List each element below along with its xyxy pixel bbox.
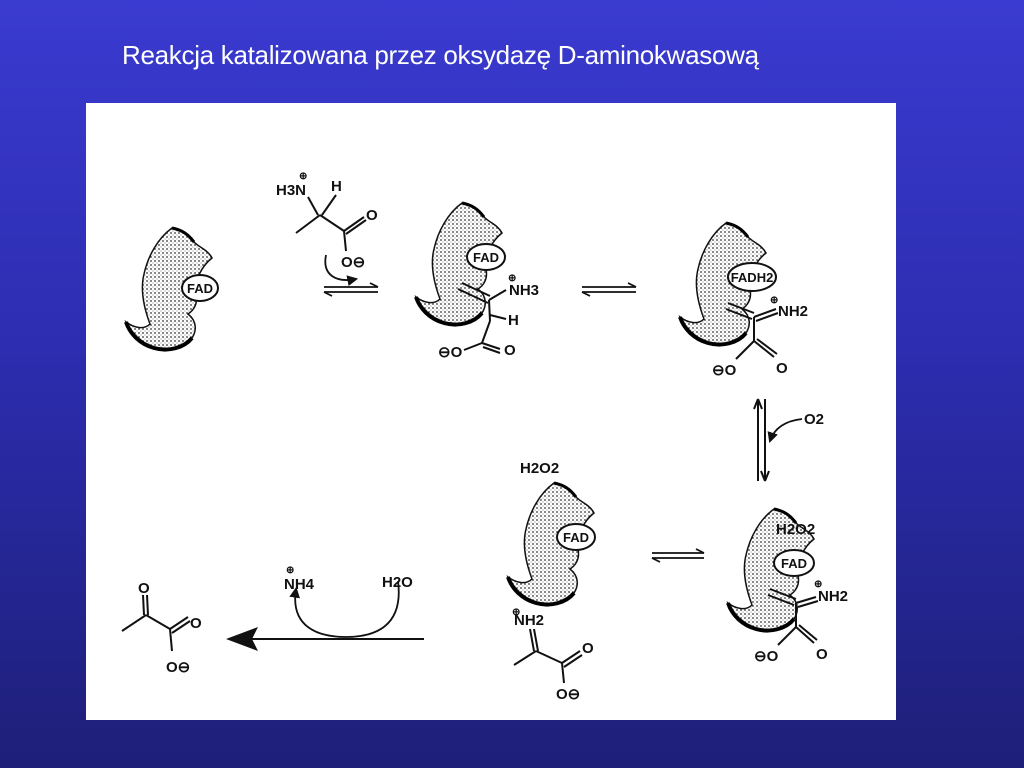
o-minus-label-7: O⊖ [166,659,190,676]
minus-o-label-4: ⊖O [754,648,779,665]
fad-label-2: FAD [473,250,499,265]
enzyme-4: FAD [726,507,816,633]
substrate-amino-acid: H3N ⊕ H O O⊖ [276,171,378,271]
minus-o-label-3: ⊖O [712,362,737,379]
plus-charge-5: ⊕ [512,607,520,618]
o-label-1: O [366,207,378,224]
fadh2-label: FADH2 [731,270,774,285]
o-minus-label-1: O⊖ [341,254,365,271]
o2-label: O2 [804,411,824,428]
o-label-7: O [190,615,202,632]
curved-arrow-icon [324,254,359,286]
enzyme-1: FAD [124,226,219,352]
o-label-2: O [504,342,516,359]
plus-charge-2: ⊕ [508,273,516,284]
curved-arrow-icon [767,418,803,444]
enzyme-2: FAD [414,201,506,327]
nh3-label-2: NH3 [509,282,539,299]
equilibrium-arrows-icon [651,548,705,563]
h-label-1: H [331,178,342,195]
enzyme-5: FAD [506,481,596,607]
h2o2-label-4: H2O2 [776,521,815,538]
imino-acid-free: NH2 ⊕ O O⊖ [512,607,594,703]
fad-ellipse-1 [181,274,219,302]
o-label-4: O [816,646,828,663]
vertical-equilibrium-icon [753,398,770,482]
plus-charge-1: ⊕ [299,171,307,182]
o-label-5: O [582,640,594,657]
equilibrium-arrows-icon [323,282,379,297]
o-minus-label-5: O⊖ [556,686,580,703]
h-label-2: H [508,312,519,329]
fad-label-4: FAD [781,556,807,571]
nh2-label-4: NH2 [818,588,848,605]
minus-o-label-2: ⊖O [438,344,463,361]
h3n-label: H3N [276,182,306,199]
plus-charge-6: ⊕ [286,565,294,576]
reaction-scheme: FAD H3N ⊕ H O O⊖ FAD NH3 ⊕ H [121,171,848,703]
hydrolysis-arrow [226,580,424,651]
nh2-label-5: NH2 [514,612,544,629]
equilibrium-arrows-icon [581,282,637,297]
o-label-6: O [138,580,150,597]
curved-arrow-icon [289,580,400,638]
complex-2-imino: ⊕ NH2 O ⊖O [712,295,808,379]
h2o2-label-5: H2O2 [520,460,559,477]
complex-3-imino: ⊕ NH2 O ⊖O [754,579,848,665]
h2o-label: H2O [382,574,413,591]
enzyme-3: FADH2 [678,221,777,347]
nh2-label-3: NH2 [778,303,808,320]
fad-label-5: FAD [563,530,589,545]
o-label-3: O [776,360,788,377]
plus-charge-4: ⊕ [814,579,822,590]
plus-charge-3: ⊕ [770,295,778,306]
diagram-panel: FAD H3N ⊕ H O O⊖ FAD NH3 ⊕ H [86,103,896,720]
complex-1-substrate: NH3 ⊕ H O ⊖O [438,273,539,361]
fad-label-1: FAD [187,281,213,296]
slide-title: Reakcja katalizowana przez oksydazę D-am… [122,40,759,70]
keto-acid-product: O O O⊖ [121,580,202,676]
nh4-label: NH4 [284,576,315,593]
